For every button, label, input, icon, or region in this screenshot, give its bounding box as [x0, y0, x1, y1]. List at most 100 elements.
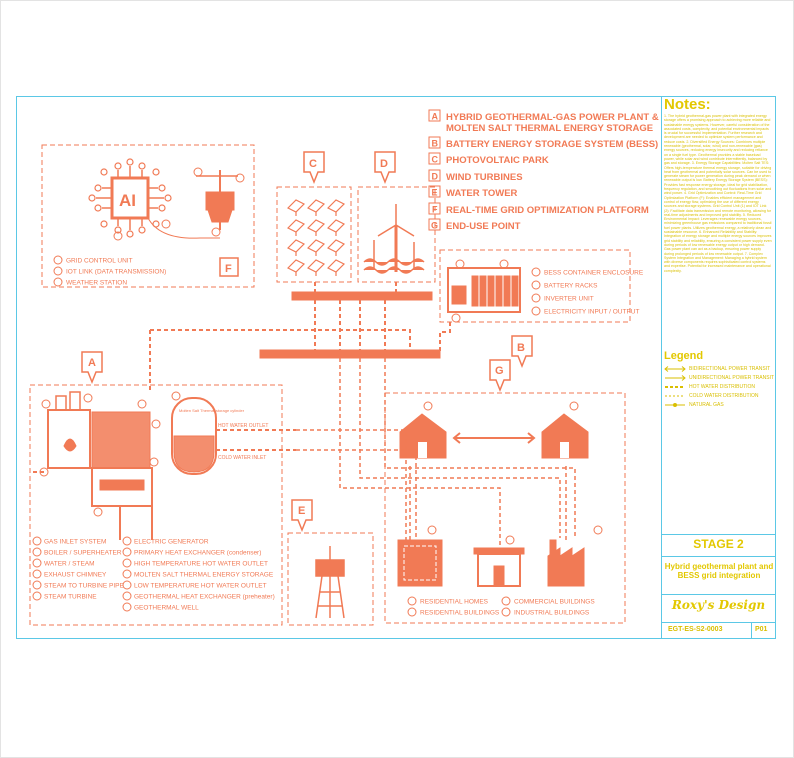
key-letters: A B C D E F G A B C D E F G [88, 112, 525, 518]
svg-text:A: A [88, 357, 96, 369]
battery-rack [495, 275, 503, 307]
svg-text:C: C [432, 155, 439, 165]
plant-flow-lines [30, 329, 411, 473]
svg-text:B: B [517, 342, 525, 354]
legend-unidirectional: UNIDIRECTIONAL POWER TRANSIT [664, 375, 774, 381]
a-left-item: EXHAUST CHIMNEY [44, 571, 107, 578]
g-item-4: INDUSTRIAL BUILDINGS [514, 610, 590, 617]
battery-rack [479, 275, 487, 307]
a-left-bullet [32, 591, 42, 601]
ai-chip-pins [96, 166, 164, 230]
battery-rack [511, 275, 519, 307]
a-right-bullet [122, 591, 132, 601]
distribution-lines [296, 358, 576, 548]
b-item-4: ELECTRICITY INPUT / OUTPUT [544, 309, 639, 316]
section-a-box [29, 384, 283, 626]
section-c-pin [303, 151, 325, 185]
legend-bidirectional: BIDIRECTIONAL POWER TRANSIT [664, 366, 770, 372]
pv-panel-icon [306, 199, 326, 213]
key-g-label: END-USE POINT [446, 221, 521, 232]
pv-panel-icon [286, 219, 306, 233]
hot-water-line-icon [665, 386, 685, 388]
a-left-item: STEAM TURBINE [44, 593, 97, 600]
inverter-unit-icon [451, 285, 467, 305]
pv-panel-icon [326, 199, 346, 213]
pv-panel-icon [286, 199, 306, 213]
section-a-pin [81, 351, 103, 385]
a-left-bullet [32, 569, 42, 579]
a-right-item: LOW TEMPERATURE HOT WATER OUTLET [134, 582, 267, 589]
bidirectional-arrow-icon [664, 366, 686, 372]
wind-turbine-icon [363, 204, 425, 274]
pv-panel-array [286, 199, 346, 276]
pv-wind-busbar [291, 291, 433, 301]
a-right-bullet [122, 569, 132, 579]
legend-label: NATURAL GAS [689, 402, 724, 408]
key-marker-c [428, 152, 441, 165]
battery-rack [471, 275, 479, 307]
residential-home-2-icon [541, 413, 589, 459]
water-tower-icon [315, 546, 345, 619]
legend-label: BIDIRECTIONAL POWER TRANSIT [689, 366, 771, 372]
bess-container-icon [447, 267, 521, 313]
a-left-bullet [32, 580, 42, 590]
a-right-bullet [122, 580, 132, 590]
svg-text:F: F [225, 263, 232, 275]
legend-label: COLD WATER DISTRIBUTION [689, 393, 759, 399]
section-f-numbers [53, 219, 221, 287]
a-left-item: BOILER / SUPERHEATER [44, 549, 122, 556]
key-b-label: BATTERY ENERGY STORAGE SYSTEM (BESS) [446, 139, 658, 150]
molten-salt-tank-icon [171, 397, 217, 475]
control-link-line [147, 217, 220, 239]
legend-hot-water: HOT WATER DISTRIBUTION [664, 384, 755, 390]
a-left-item: WATER / STEAM [44, 560, 95, 567]
section-b-numbers [451, 259, 541, 323]
a-right-item: HIGH TEMPERATURE HOT WATER OUTLET [134, 560, 268, 567]
key-c-label: PHOTOVOLTAIC PARK [446, 155, 549, 166]
section-a-left-bullets [32, 536, 42, 601]
a-right-item: MOLTEN SALT THERMAL ENERGY STORAGE [134, 571, 274, 578]
battery-rack [503, 275, 511, 307]
drawing-code: EGT-ES-S2-0003 [668, 626, 723, 633]
drawing-frame [16, 96, 776, 639]
svg-text:G: G [431, 221, 438, 231]
stage-title: STAGE 2 [693, 537, 744, 551]
brand-logo: Roxy's Design [671, 598, 766, 612]
section-f-tag [219, 257, 239, 277]
bus-connectors [314, 282, 397, 350]
a-left-bullet [32, 547, 42, 557]
legend-label: UNIDIRECTIONAL POWER TRANSIT [689, 375, 775, 381]
g-item-1: RESIDENTIAL HOMES [420, 599, 489, 606]
section-g-box [384, 392, 626, 624]
g-item-2: RESIDENTIAL BUILDINGS [420, 610, 500, 617]
svg-text:F: F [432, 205, 438, 215]
hot-water-outlet-label: HOT WATER OUTLET [218, 423, 268, 429]
section-g-pin [489, 359, 511, 393]
sidebar-divider [661, 96, 775, 639]
b-item-2: BATTERY RACKS [544, 283, 598, 290]
residential-home-1-icon [399, 413, 447, 459]
section-f-box [41, 144, 255, 288]
iot-nodes [88, 158, 172, 238]
titleblock-divider-4 [661, 622, 776, 623]
section-e-box [287, 532, 374, 626]
natural-gas-line-icon [665, 403, 685, 407]
battery-rack [487, 275, 495, 307]
stage-subtitle: Hybrid geothermal plant and BESS grid in… [664, 562, 774, 580]
f-item-2: IOT LINK (DATA TRANSMISSION) [66, 269, 166, 276]
legend-natural-gas: NATURAL GAS [664, 402, 724, 408]
a-left-item: STEAM TO TURBINE PIPE [44, 582, 124, 589]
notes-body: 1. The hybrid geothermal-gas power plant… [664, 114, 772, 273]
pv-panel-icon [326, 219, 346, 233]
section-g-numbers [407, 401, 603, 617]
weather-station-icon [193, 167, 245, 230]
a-right-bullet [122, 558, 132, 568]
legend-cold-water: COLD WATER DISTRIBUTION [664, 393, 758, 399]
a-right-bullet [122, 602, 132, 612]
section-d-pin [374, 151, 396, 185]
svg-text:E: E [432, 188, 438, 198]
svg-text:A: A [432, 112, 439, 122]
